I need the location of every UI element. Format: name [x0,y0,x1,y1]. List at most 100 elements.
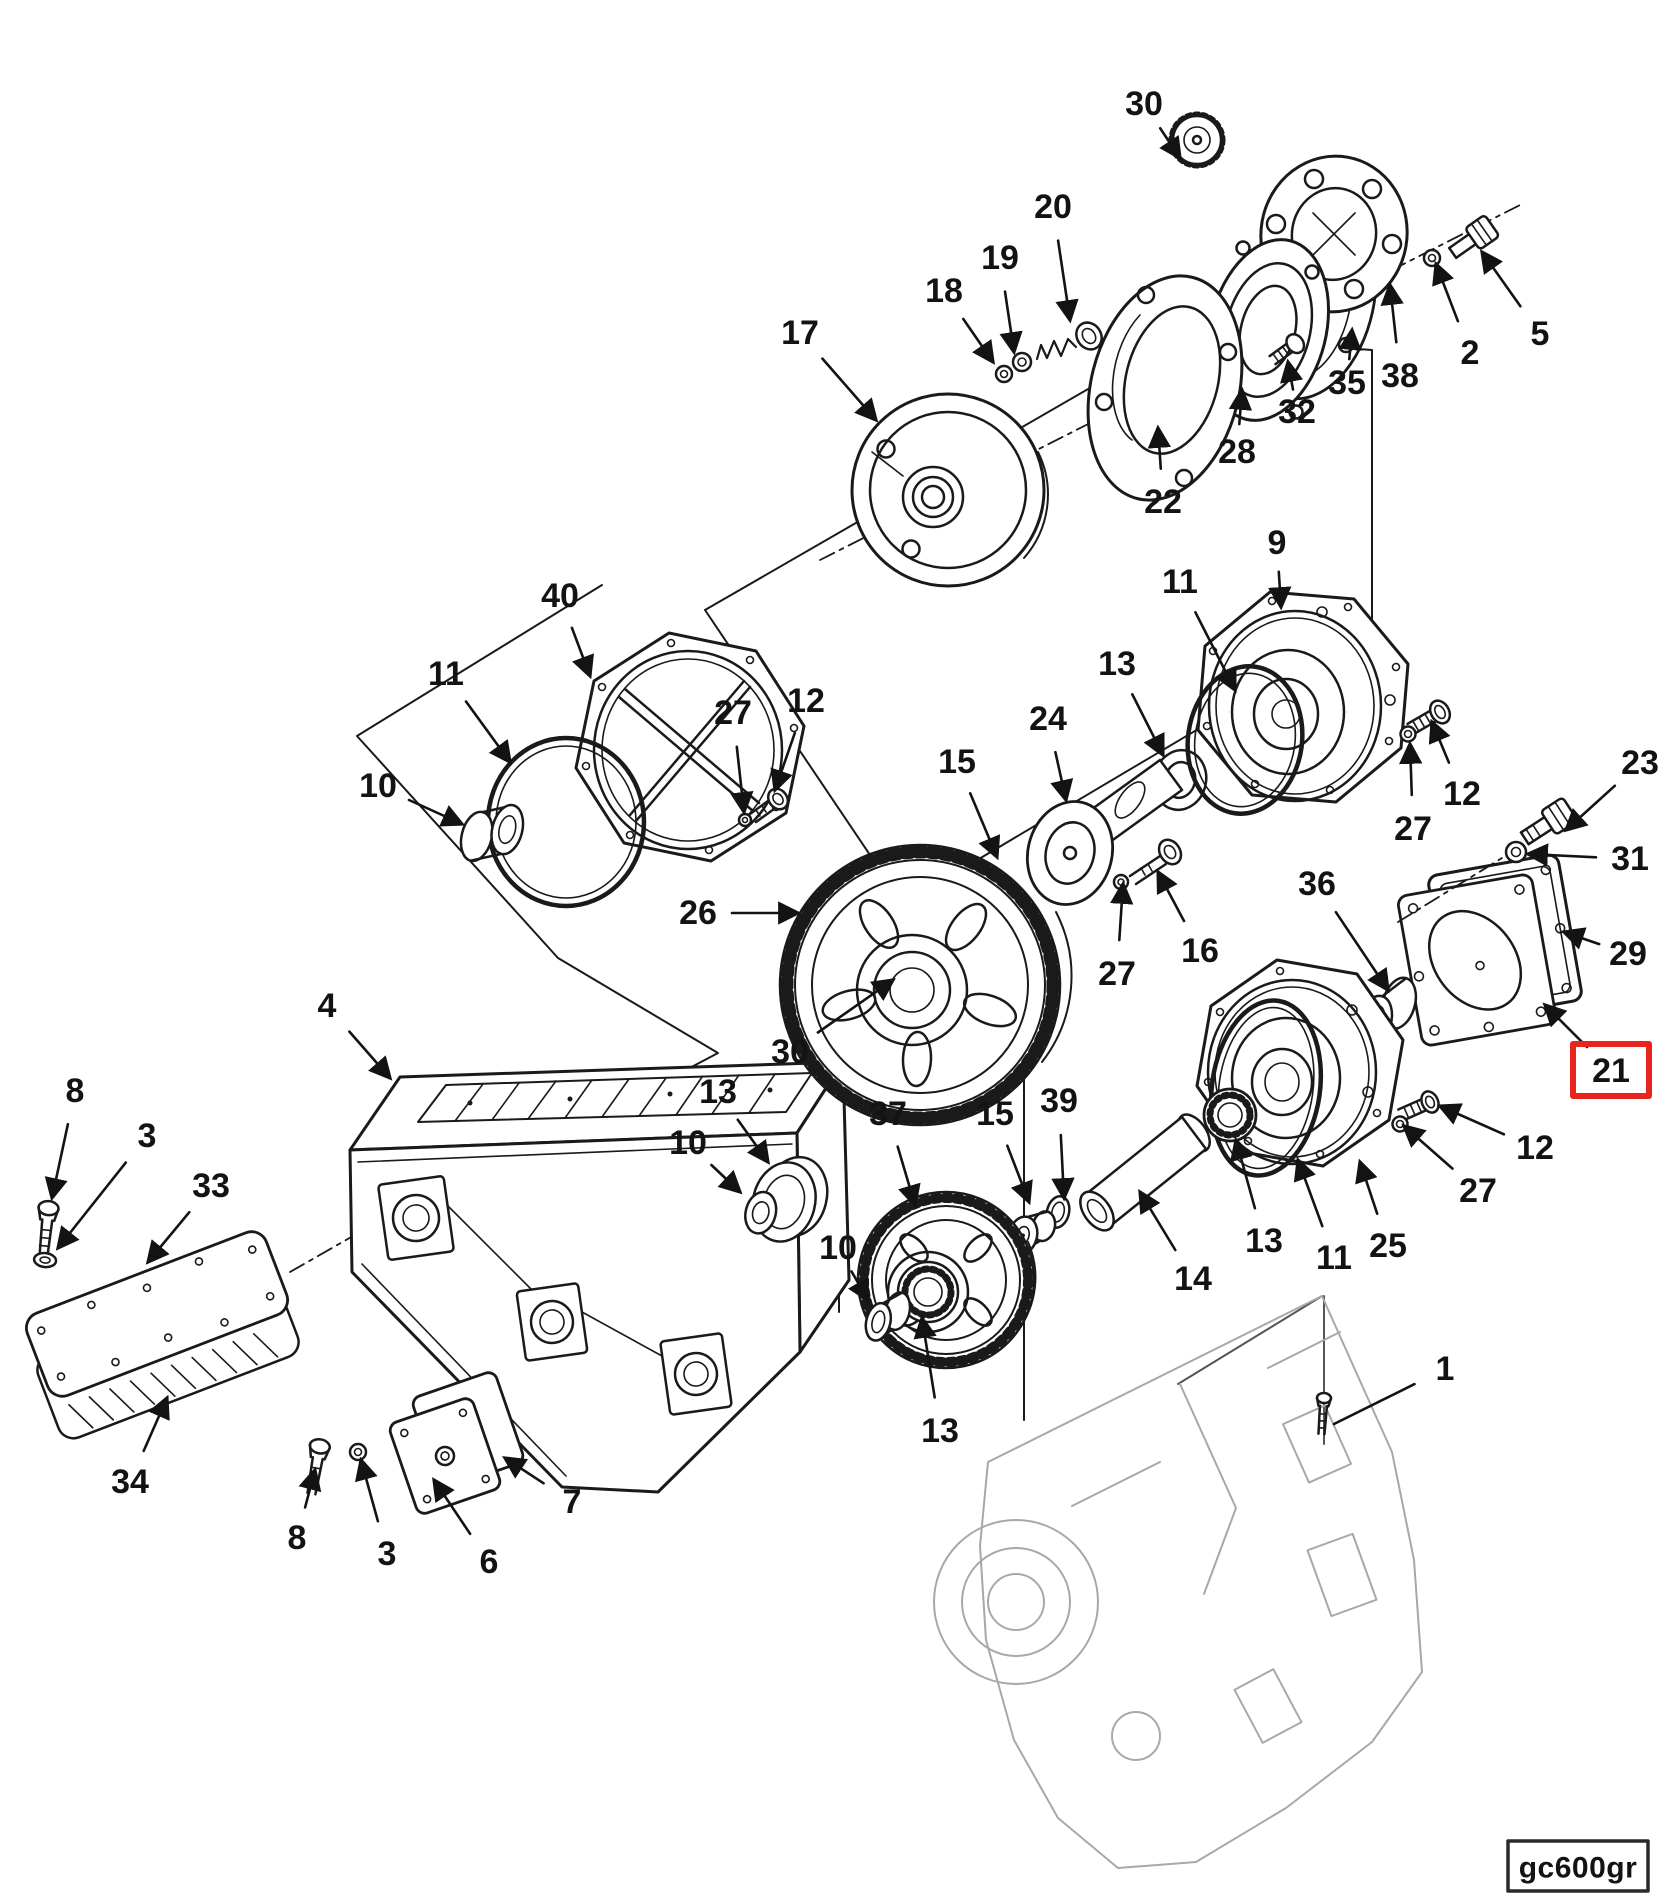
leader-line [1158,127,1182,161]
callout-16[interactable]: 16 [1181,932,1219,970]
callout-group-13: 13 [699,1073,771,1165]
callout-17[interactable]: 17 [781,314,819,352]
callout-19[interactable]: 19 [981,239,1019,277]
part-bearing-13-bottom [1202,1087,1258,1143]
callout-group-27: 27 [1401,1123,1497,1210]
callout-8[interactable]: 8 [288,1519,307,1557]
callout-21[interactable]: 21 [1592,1052,1630,1090]
callout-5[interactable]: 5 [1531,315,1550,353]
callout-15[interactable]: 15 [938,743,976,781]
part-plate-33 [25,1230,289,1398]
leader-line [1401,1123,1454,1170]
plate-23-centerline [1397,857,1503,923]
callout-27[interactable]: 27 [714,694,752,732]
callout-group-11: 11 [428,655,513,765]
leader-line [1194,610,1237,694]
callout-8[interactable]: 8 [66,1072,85,1110]
callout-34[interactable]: 34 [111,1463,149,1501]
callout-13[interactable]: 13 [921,1412,959,1450]
callout-25[interactable]: 25 [1369,1227,1407,1265]
callout-31[interactable]: 31 [1611,840,1649,878]
callout-11[interactable]: 11 [1162,563,1198,601]
callout-29[interactable]: 29 [1609,935,1647,973]
callout-group-10: 10 [669,1124,743,1195]
part-bolt-spring-20 [1035,321,1103,361]
callout-14[interactable]: 14 [1174,1260,1212,1298]
callout-13[interactable]: 13 [1245,1222,1283,1260]
part-bolt-16-washer-27 [1112,838,1183,891]
callout-32[interactable]: 32 [1278,393,1316,431]
callout-group-26: 26 [679,894,802,932]
callout-27[interactable]: 27 [1394,810,1432,848]
callout-7[interactable]: 7 [563,1483,582,1521]
callout-group-10: 10 [819,1229,870,1304]
callout-group-23: 23 [1563,744,1659,833]
callout-3[interactable]: 3 [378,1535,397,1573]
callout-2[interactable]: 2 [1461,334,1480,372]
callout-39[interactable]: 39 [1040,1082,1078,1120]
leader-line [464,700,513,765]
callout-11[interactable]: 11 [1316,1239,1352,1277]
callout-group-40: 40 [541,577,594,680]
callout-12[interactable]: 12 [1516,1129,1554,1167]
leader-line [1436,1103,1506,1136]
callout-27[interactable]: 27 [1459,1172,1497,1210]
leader-line [142,1394,170,1453]
callout-group-18: 18 [925,272,995,365]
callout-6[interactable]: 6 [480,1543,499,1581]
callout-group-7: 7 [502,1456,582,1521]
leader-line [710,1163,743,1195]
callout-30[interactable]: 30 [771,1033,809,1071]
leader-line [355,1456,380,1523]
callout-1[interactable]: 1 [1436,1350,1455,1388]
callout-18[interactable]: 18 [925,272,963,310]
part-flange-22 [1086,274,1244,502]
callout-37[interactable]: 37 [869,1095,907,1133]
leader-line [1005,1144,1033,1206]
leader-line [55,1161,128,1251]
callout-30[interactable]: 30 [1125,85,1163,123]
callout-38[interactable]: 38 [1381,357,1419,395]
leader-line [770,731,797,794]
leader-line [1334,910,1390,993]
callout-36[interactable]: 36 [1298,865,1336,903]
callout-group-9: 9 [1268,524,1292,611]
callout-23[interactable]: 23 [1621,744,1659,782]
leader-line [1399,740,1423,797]
callout-26[interactable]: 26 [679,894,717,932]
part-gear-37 [856,1190,1037,1370]
callout-13[interactable]: 13 [699,1073,737,1111]
callout-10[interactable]: 10 [819,1229,857,1267]
callout-35[interactable]: 35 [1328,364,1366,402]
callout-13[interactable]: 13 [1098,645,1136,683]
callout-3[interactable]: 3 [138,1117,157,1155]
callout-group-19: 19 [981,239,1023,356]
callout-group-13: 13 [913,1314,959,1450]
callout-10[interactable]: 10 [669,1124,707,1162]
callout-28[interactable]: 28 [1218,433,1256,471]
callout-15[interactable]: 15 [976,1095,1014,1133]
callout-4[interactable]: 4 [318,987,337,1025]
part-oring-11-bottom [1208,998,1324,1178]
leader-line [1138,1189,1177,1252]
callout-group-6: 6 [432,1477,499,1581]
callout-group-3: 3 [355,1456,397,1573]
callout-40[interactable]: 40 [541,577,579,615]
callout-24[interactable]: 24 [1029,700,1067,738]
callout-group-15: 15 [976,1095,1033,1206]
leader-line [968,791,1001,861]
callout-33[interactable]: 33 [192,1167,230,1205]
leader-line [407,798,466,827]
callout-20[interactable]: 20 [1034,188,1072,226]
callout-22[interactable]: 22 [1144,483,1182,521]
callout-9[interactable]: 9 [1268,524,1287,562]
leader-line [896,1145,921,1209]
callout-10[interactable]: 10 [359,767,397,805]
callout-group-25: 25 [1355,1158,1407,1265]
callout-11[interactable]: 11 [428,655,464,693]
callout-27[interactable]: 27 [1098,955,1136,993]
callout-12[interactable]: 12 [787,682,825,720]
callout-12[interactable]: 12 [1443,775,1481,813]
